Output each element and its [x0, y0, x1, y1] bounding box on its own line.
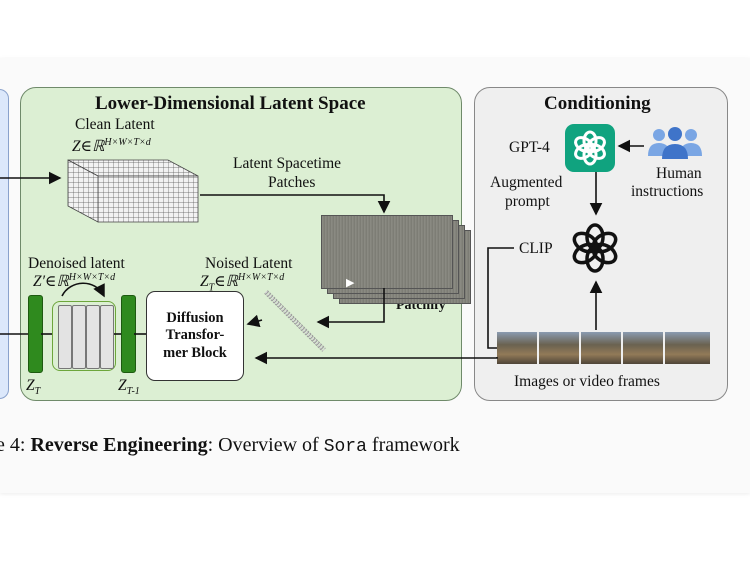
clean-latent-cube	[67, 159, 199, 223]
denoiser-layer	[58, 305, 72, 369]
noised-latent-label: Noised Latent	[205, 255, 293, 272]
denoiser-container	[52, 301, 116, 371]
human-label-1: Human	[656, 165, 702, 182]
video-frame	[581, 332, 621, 364]
clip-logo-icon	[572, 223, 618, 273]
clip-label: CLIP	[519, 240, 553, 257]
denoised-latent-math: Z′∈ℝH×W×T×d	[33, 272, 116, 291]
transformer-line-3: mer Block	[163, 344, 227, 361]
zt-minus-1-label: ZT-1	[118, 377, 140, 398]
gpt4-logo-icon	[565, 124, 615, 172]
conditioning-panel-title: Conditioning	[544, 93, 651, 114]
augmented-label-2: prompt	[505, 193, 550, 210]
frames-label: Images or video frames	[514, 373, 660, 390]
diffusion-transformer-block: Diffusion Transfor- mer Block	[146, 291, 244, 381]
figure-caption: e 4: Reverse Engineering: Overview of So…	[0, 434, 460, 457]
noised-latent-strip	[264, 290, 326, 352]
denoiser-layer	[86, 305, 100, 369]
denoised-latent-label: Denoised latent	[28, 255, 125, 272]
human-label-2: instructions	[631, 183, 704, 200]
noised-latent-math: ZT∈ℝH×W×T×d	[200, 272, 285, 294]
zt-label: ZT	[26, 377, 41, 398]
video-frame	[497, 332, 537, 364]
play-icon: ▶	[346, 277, 355, 289]
patch-card	[321, 215, 453, 289]
video-frame	[539, 332, 579, 364]
video-frame	[623, 332, 663, 364]
spacetime-patches-label-2: Patches	[268, 174, 316, 191]
augmented-label-1: Augmented	[490, 174, 563, 191]
clean-latent-math: Z∈ℝH×W×T×d	[72, 137, 151, 156]
denoiser-layer	[100, 305, 114, 369]
denoiser-layer	[72, 305, 86, 369]
transformer-line-2: Transfor-	[165, 327, 225, 344]
gpt4-label: GPT-4	[509, 139, 550, 156]
transformer-line-1: Diffusion	[166, 309, 224, 326]
video-frame	[665, 332, 710, 364]
clean-latent-label: Clean Latent	[75, 116, 155, 133]
spacetime-patches-label-1: Latent Spacetime	[233, 155, 342, 172]
latent-panel-title: Lower-Dimensional Latent Space	[95, 93, 366, 114]
people-icon	[648, 127, 702, 159]
